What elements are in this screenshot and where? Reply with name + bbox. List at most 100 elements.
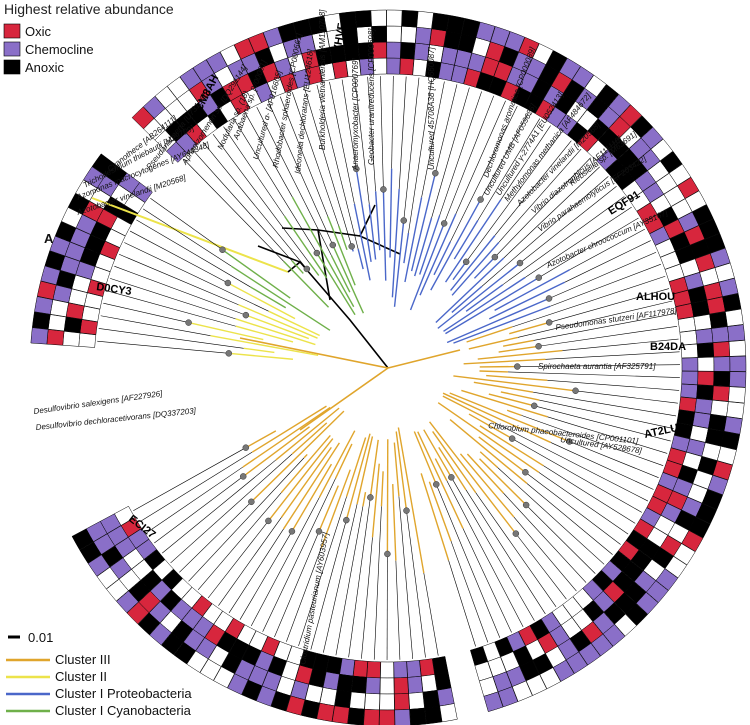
heatmap-cell: [166, 76, 190, 100]
tree-leaf-line: [106, 290, 236, 327]
heatmap-cell: [720, 431, 741, 450]
tree-leaf-line: [564, 240, 651, 283]
tree-node-dot: [535, 274, 543, 281]
tree-branch: [465, 284, 504, 312]
tree-leaf-line: [545, 351, 680, 360]
heatmap-cell: [584, 74, 607, 98]
tree-branch: [453, 375, 576, 392]
tree-leaf-line: [525, 472, 621, 545]
tree-branch: [466, 453, 505, 494]
heatmap-cell: [711, 326, 730, 343]
tree-branch: [280, 446, 332, 518]
tree-branch: [509, 321, 550, 335]
leaf-label: Clostridium pasteurianum [AY603957]: [298, 531, 330, 665]
tree-node-dot: [403, 507, 410, 514]
tree-leaf-line: [481, 176, 609, 287]
tree-leaf-line: [110, 278, 236, 320]
tree-leaf-line: [310, 520, 347, 650]
tree-branch: [434, 458, 448, 481]
tree-node-dot: [432, 169, 439, 177]
tree-node-dot: [248, 498, 255, 506]
tree-branch: [506, 409, 522, 417]
tree-branch: [432, 431, 477, 494]
tree-leaf-line: [129, 230, 229, 284]
tree-node-markers: [185, 165, 579, 558]
tree-leaf-line: [480, 111, 529, 200]
heatmap-cell: [539, 667, 561, 690]
heatmap-cell: [339, 658, 356, 677]
tree-branch: [443, 276, 526, 332]
tree-leaf-line: [495, 422, 649, 502]
tree-leaf-line: [455, 100, 506, 215]
heatmap-cell: [364, 692, 381, 711]
tree-branch: [413, 431, 437, 485]
heatmap-cell: [352, 659, 368, 678]
tree-branch: [468, 413, 513, 440]
heatmap-cell: [407, 675, 424, 694]
heatmap-cell: [725, 308, 744, 327]
tree-branch: [473, 256, 496, 279]
tree-leaf-line: [517, 364, 680, 367]
tree-branch: [330, 255, 351, 293]
heatmap-cell: [400, 26, 417, 44]
tree-node-dot: [219, 246, 226, 254]
heatmap-cell: [712, 385, 730, 402]
tree-branch: [473, 381, 534, 393]
tree-branch: [391, 189, 400, 298]
tree-leaf-line: [477, 118, 541, 221]
tree-branch: [316, 252, 356, 316]
heatmap-cell: [712, 341, 731, 358]
heatmap-cell: [379, 677, 395, 695]
tree-leaf-line: [539, 399, 674, 429]
tree-branch: [267, 438, 334, 522]
heatmap-cell: [483, 691, 504, 712]
tree-branch: [437, 262, 521, 329]
tree-node-dot: [315, 528, 323, 535]
heatmap-cell: [688, 516, 711, 539]
heatmap-cell: [692, 204, 714, 226]
tree-leaf-line: [142, 208, 232, 267]
tree-node-dot: [225, 350, 233, 357]
tree-leaf-line: [103, 302, 189, 323]
tree-leaf-line: [547, 416, 668, 454]
heatmap-cell: [504, 31, 525, 53]
tree-node-dot: [566, 438, 573, 445]
heatmap-cell: [677, 316, 696, 333]
tree-branch: [500, 391, 540, 401]
tree-leaf-line: [448, 560, 476, 647]
heatmap-cell: [532, 43, 554, 65]
heatmap-cell: [659, 151, 683, 174]
heatmap-cell: [380, 661, 395, 679]
tree-node-dot: [522, 501, 530, 509]
heatmap-cell: [262, 27, 284, 48]
scale-bar-label: 0.01: [28, 630, 53, 645]
tree-branch: [235, 318, 316, 346]
tree-branch: [230, 265, 331, 331]
heatmap-cell: [677, 176, 700, 199]
tree-branch: [477, 349, 563, 360]
leaf-label: Uncultured 45708A38 [HQ660087]: [427, 46, 436, 170]
tree-branch: [227, 282, 296, 320]
tree-leaf-line: [274, 531, 320, 638]
tree-branch: [291, 463, 333, 532]
tree-leaf-line: [118, 253, 239, 306]
tree-branch: [488, 393, 535, 407]
heatmap-cell: [664, 555, 688, 579]
heatmap-cell: [173, 641, 196, 665]
tree-branch: [430, 199, 482, 291]
tree-branch: [382, 189, 387, 281]
heatmap-cell: [614, 613, 637, 637]
tree-leaf-line: [575, 390, 678, 404]
tree-leaf-line: [316, 84, 359, 250]
heatmap-cell: [565, 651, 588, 674]
tree-branch: [404, 197, 423, 283]
tree-leaf-line: [526, 483, 613, 555]
tree-branch: [245, 430, 277, 449]
heatmap-cell: [673, 543, 696, 566]
heatmap-cell: [701, 489, 723, 510]
tree-branch: [428, 481, 452, 542]
heatmap-cell: [434, 671, 452, 691]
tree-branch: [452, 261, 467, 281]
tree-branch: [355, 168, 372, 262]
heatmap-cell: [400, 42, 416, 60]
